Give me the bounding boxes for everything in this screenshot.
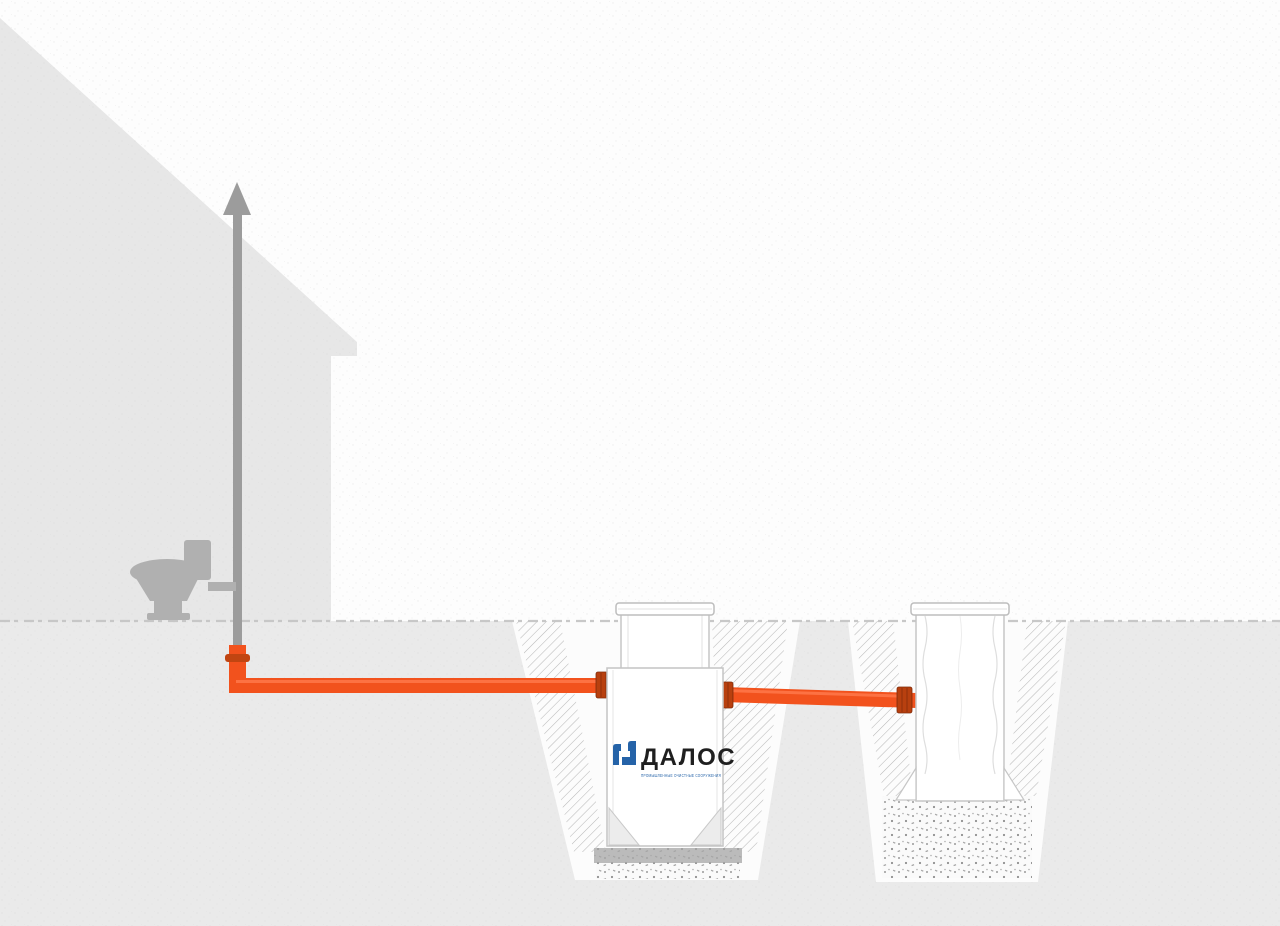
anchor-slab-texture [594, 848, 742, 863]
well-corrugation-left [922, 615, 928, 775]
hatch-band-right-of-well [1006, 621, 1066, 796]
gravel-base-well [882, 796, 1032, 878]
hatch-band-right-of-tank [712, 621, 788, 852]
well-corrugation-right [992, 615, 998, 775]
drainage-well [894, 602, 1026, 802]
toilet-bowl [134, 575, 200, 601]
toilet-base [147, 613, 190, 620]
elbow-fitting [225, 654, 250, 662]
well-foot-right [1003, 765, 1026, 801]
tank-neck [620, 610, 710, 672]
septic-tank: ДАЛОС ПРОМЫШЛЕННЫЕ ОЧИСТНЫЕ СООРУЖЕНИЯ [606, 602, 736, 847]
pipe-highlight [236, 680, 601, 683]
vent-stack [223, 182, 251, 650]
hatch-band-left-of-well [852, 621, 913, 796]
well-inlet-coupling [896, 686, 913, 714]
toilet-connector [208, 582, 236, 591]
logo-text: ДАЛОС [641, 744, 736, 771]
vent-pipe [233, 208, 242, 650]
well-foot-left [894, 765, 917, 801]
well-corrugation-mid [958, 615, 962, 761]
tank-foot-left [608, 806, 641, 846]
pipe-highlight-2 [726, 689, 912, 698]
toilet-pedestal [154, 598, 182, 615]
dalos-logo: ДАЛОС ПРОМЫШЛЕННЫЕ ОЧИСТНЫЕ СООРУЖЕНИЯ [613, 741, 736, 778]
sewer-piping [225, 645, 916, 714]
toilet-icon [130, 540, 236, 620]
dalos-logo-icon [613, 741, 636, 765]
well-body [915, 610, 1005, 802]
logo-tagline: ПРОМЫШЛЕННЫЕ ОЧИСТНЫЕ СООРУЖЕНИЯ [641, 773, 721, 778]
tank-foot-right [689, 806, 722, 846]
bedding-under-slab [596, 863, 740, 879]
up-arrow-icon [223, 182, 251, 215]
